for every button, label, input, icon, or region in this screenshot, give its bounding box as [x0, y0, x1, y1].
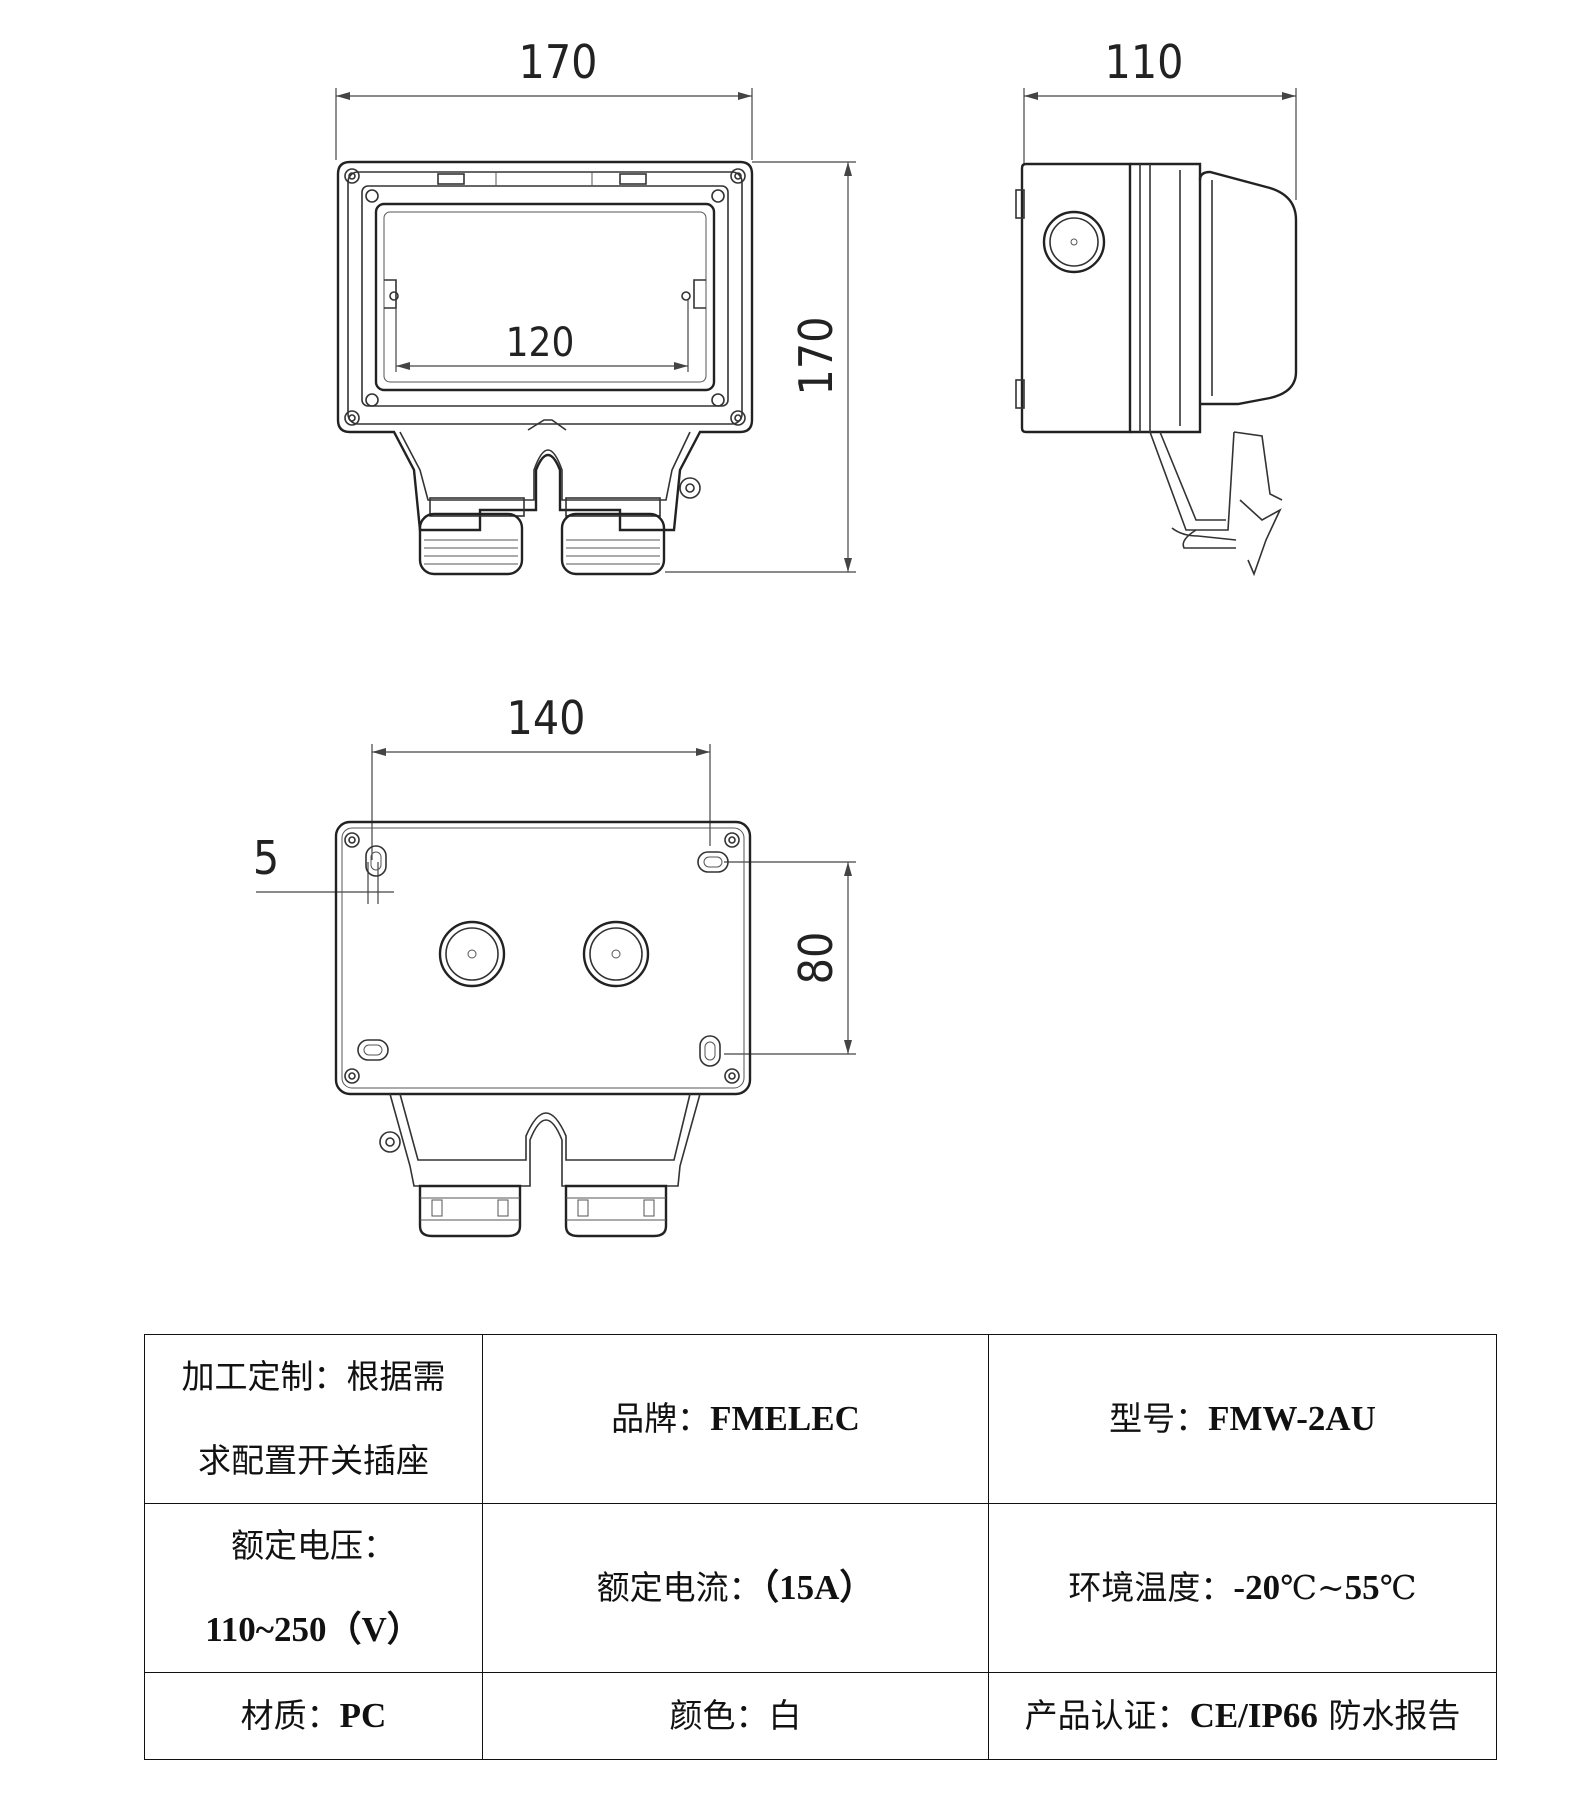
table-row: 加工定制：根据需 求配置开关插座 品牌：FMELEC 型号：FMW-2AU [144, 1334, 1497, 1504]
color-label: 颜色： [669, 1696, 769, 1735]
rear-vertical-spacing-dim: 80 [789, 932, 843, 985]
table-row: 额定电压： 110~250（V） 额定电流：（15A） 环境温度：-20℃~55… [144, 1503, 1497, 1673]
model-cell: 型号：FMW-2AU [988, 1334, 1497, 1504]
brand-value: FMELEC [710, 1399, 860, 1438]
current-cell: 额定电流：（15A） [482, 1503, 989, 1673]
material-value: PC [339, 1696, 387, 1735]
customization-cell: 加工定制：根据需 求配置开关插座 [144, 1334, 483, 1504]
temp-value-2: 55 [1344, 1568, 1380, 1607]
temp-value-2-unit: ℃ [1379, 1568, 1417, 1607]
rear-slot-dim: 5 [253, 831, 279, 885]
front-width-dim: 170 [519, 35, 598, 89]
front-view: 170 170 [335, 35, 856, 576]
voltage-value: 110~250 [205, 1610, 327, 1649]
table-row: 材质：PC 颜色：白 产品认证：CE/IP66 防水报告 [144, 1672, 1497, 1760]
material-cell: 材质：PC [144, 1672, 483, 1760]
model-value: FMW-2AU [1208, 1399, 1376, 1438]
temp-label: 环境温度： [1068, 1568, 1234, 1607]
spec-table: 加工定制：根据需 求配置开关插座 品牌：FMELEC 型号：FMW-2AU 额定… [144, 1334, 1497, 1760]
material-label: 材质： [240, 1696, 340, 1735]
front-inner-dim: 120 [506, 320, 575, 366]
cert-suffix: 防水报告 [1317, 1696, 1461, 1735]
cert-value: CE/IP66 [1189, 1696, 1318, 1735]
current-value: （15A） [761, 1568, 875, 1607]
color-cell: 颜色：白 [482, 1672, 989, 1760]
rear-hole-spacing-dim: 140 [507, 691, 586, 745]
model-label: 型号： [1109, 1399, 1209, 1438]
side-view: 110 [1015, 35, 1298, 577]
customization-line1: 加工定制：根据需 [181, 1357, 446, 1396]
voltage-unit: （V） [326, 1610, 422, 1649]
rear-view: 140 5 80 [253, 691, 856, 1238]
temp-value-1: -20 [1233, 1568, 1281, 1607]
current-label: 额定电流： [596, 1568, 762, 1607]
certification-cell: 产品认证：CE/IP66 防水报告 [988, 1672, 1497, 1760]
voltage-label: 额定电压： [231, 1526, 396, 1565]
temperature-cell: 环境温度：-20℃~55℃ [988, 1503, 1497, 1673]
color-value: 白 [768, 1696, 802, 1735]
brand-label: 品牌： [611, 1399, 711, 1438]
voltage-cell: 额定电压： 110~250（V） [144, 1503, 483, 1673]
technical-drawing: 170 170 [253, 35, 1298, 1238]
temp-value-1-unit: ℃~ [1280, 1568, 1345, 1607]
customization-line2: 求配置开关插座 [198, 1441, 429, 1480]
front-height-dim: 170 [789, 317, 843, 396]
cert-label: 产品认证： [1024, 1696, 1190, 1735]
brand-cell: 品牌：FMELEC [482, 1334, 989, 1504]
side-depth-dim: 110 [1105, 35, 1184, 89]
